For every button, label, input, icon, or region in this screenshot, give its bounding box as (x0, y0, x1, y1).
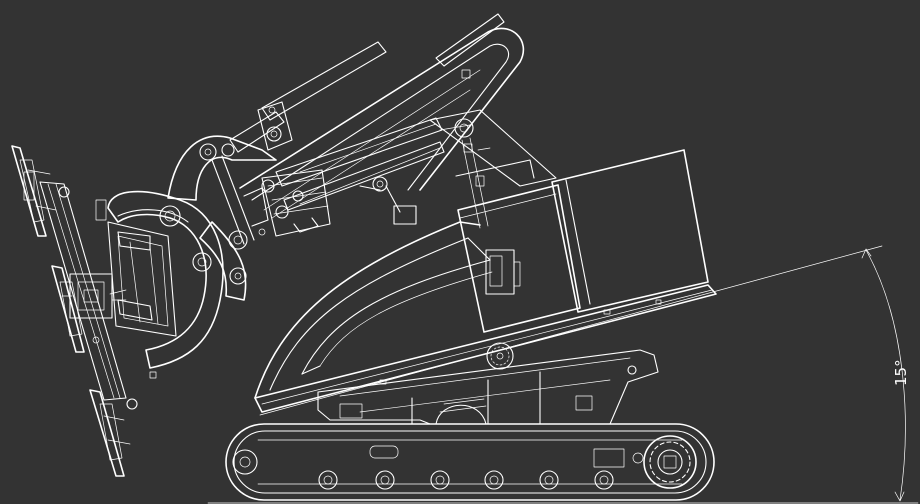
arm-beam-inner (251, 43, 510, 201)
hydraulic-cylinder-2 (283, 141, 445, 211)
road-wheel (539, 470, 559, 490)
arc-arrow-top (861, 248, 872, 259)
top-rod (435, 13, 505, 67)
angle-arc (865, 249, 906, 501)
engine-housing (455, 149, 709, 333)
tilt-cylinder-base (435, 404, 487, 425)
lower-link (199, 221, 247, 301)
main-deck (254, 284, 717, 413)
curved-boom-base (254, 221, 493, 399)
boom-outer-curve (254, 221, 481, 399)
tilt-reference-line (259, 245, 883, 416)
track-frame (257, 439, 683, 485)
undercarriage (317, 342, 659, 425)
suction-pad-top (11, 145, 47, 237)
arm-beam-outer (239, 27, 525, 191)
road-wheel (484, 470, 504, 490)
upper-claw (167, 135, 277, 201)
road-wheel (318, 470, 338, 490)
vertical-link (211, 155, 255, 245)
mount-bar (39, 181, 127, 401)
road-wheels (318, 470, 614, 490)
idler-wheel (232, 449, 258, 475)
angle-label: 15° (892, 359, 910, 386)
road-wheel (430, 470, 450, 490)
lift-cylinder-upper (261, 41, 387, 121)
suction-pad-bottom (89, 389, 125, 477)
upper-lift-arm (229, 13, 557, 229)
box-front (457, 184, 581, 333)
tilt-pivot (486, 342, 514, 370)
track-inner (233, 430, 707, 494)
arm-mount-plate (429, 109, 557, 187)
box-rear (551, 149, 709, 313)
head-frame (107, 221, 177, 337)
road-wheel (375, 470, 395, 490)
angle-dimension: 15° (207, 245, 919, 504)
crawler-track (225, 423, 715, 501)
head-hub (69, 273, 113, 319)
hinge-block (257, 101, 293, 151)
linkage (95, 101, 293, 379)
arc-arrow-bottom (894, 491, 905, 502)
joint-housing (261, 169, 331, 237)
hydraulic-cylinder (275, 117, 443, 187)
joint-cluster (243, 169, 331, 237)
lower-frame (317, 349, 659, 425)
c-clamp-arm (107, 190, 224, 369)
drive-sprocket (632, 435, 697, 489)
access-panel (485, 249, 515, 295)
track-slot (369, 445, 399, 459)
road-wheel (594, 470, 614, 490)
deck-plate (254, 284, 717, 413)
track-motor-box (593, 448, 625, 468)
suction-head (11, 145, 153, 477)
